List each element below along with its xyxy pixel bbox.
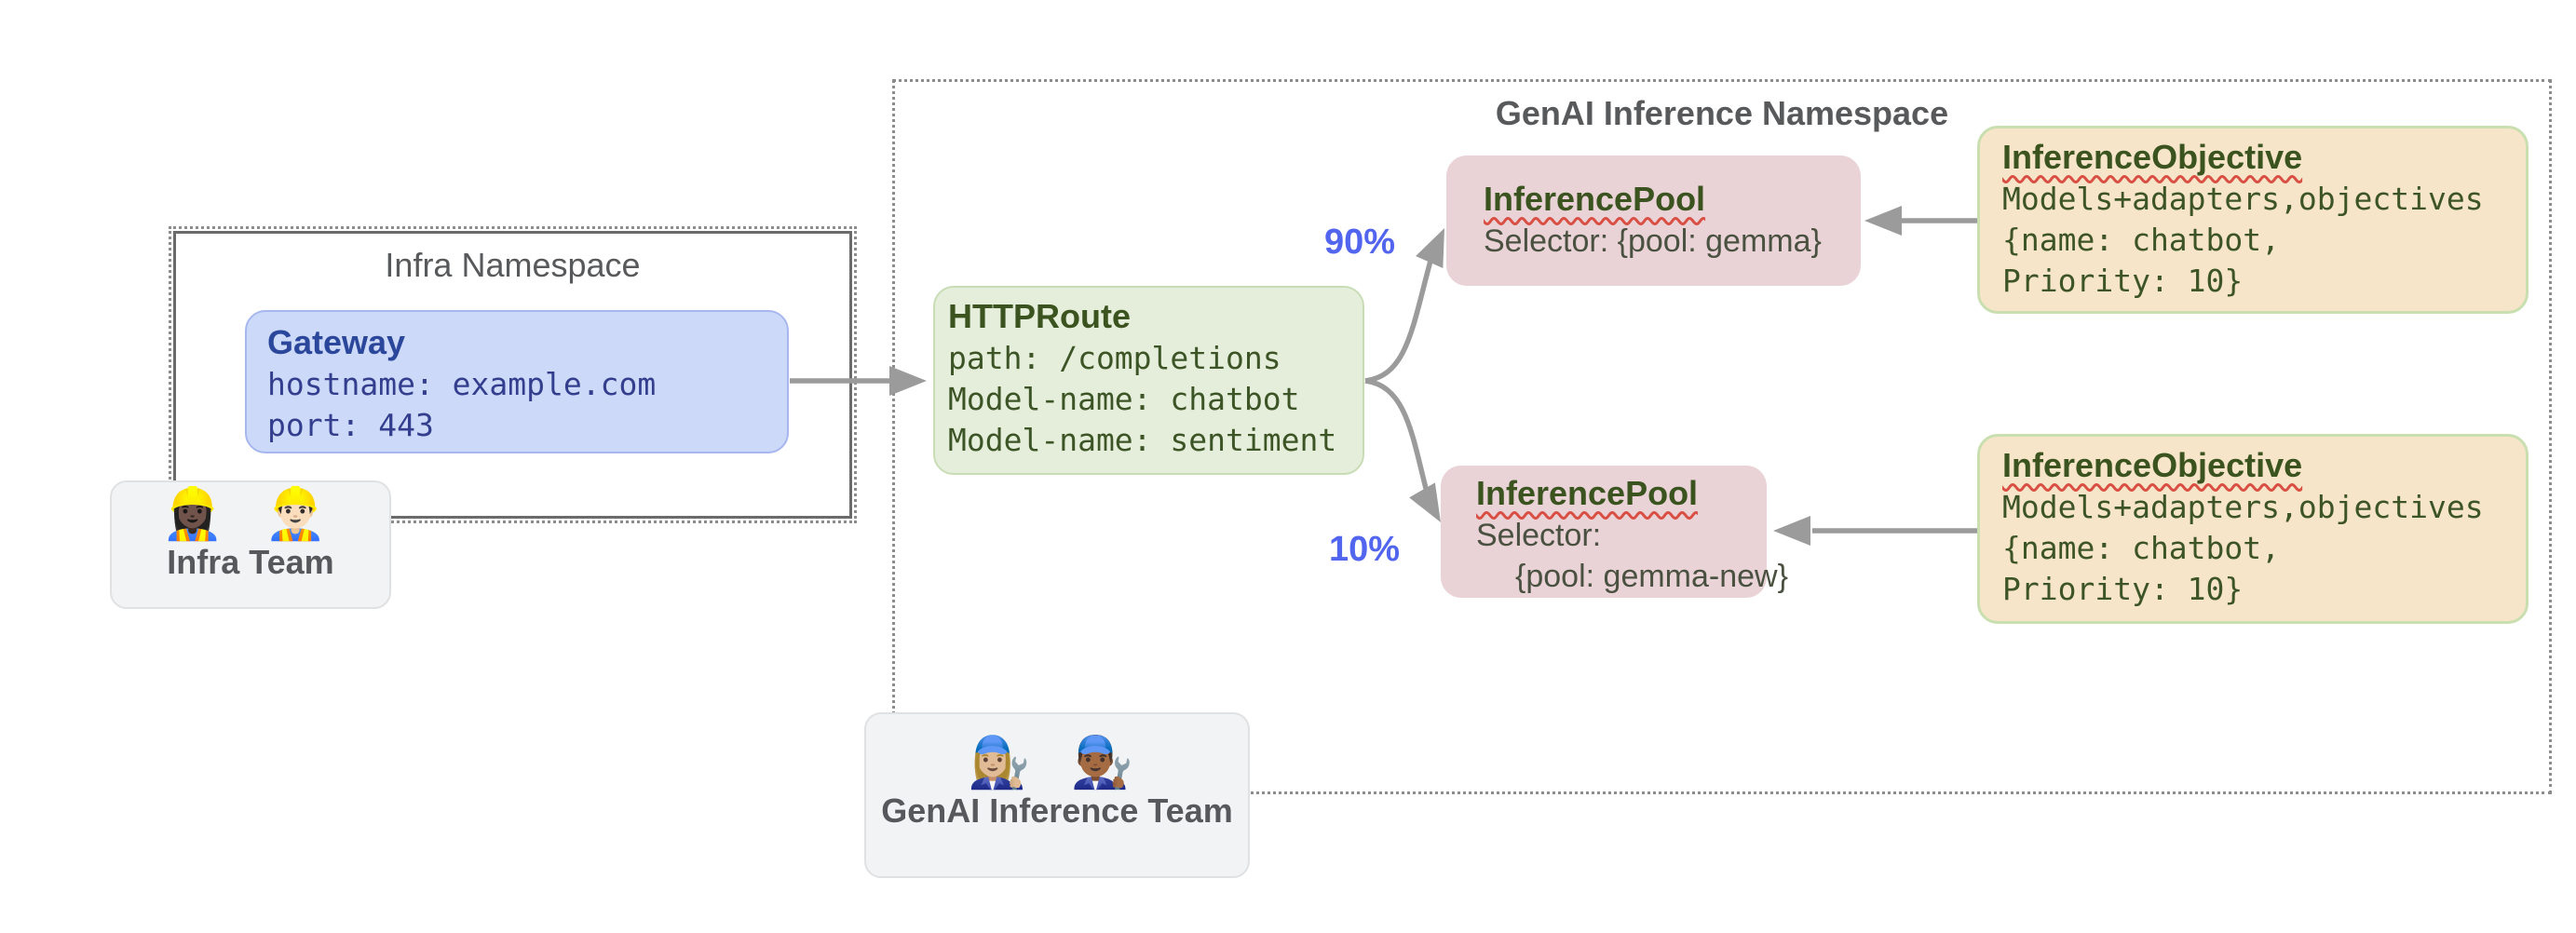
inference-objective-bottom-box: InferenceObjective Models+adapters,objec…	[1977, 434, 2529, 624]
genai-namespace-box: GenAI Inference Namespace	[892, 79, 2552, 794]
inference-pool-top-box: InferencePool Selector: {pool: gemma}	[1446, 156, 1861, 286]
infra-namespace-box: Infra Namespace	[169, 226, 857, 523]
httproute-model-2: Model-name: sentiment	[948, 422, 1337, 458]
inference-objective-bottom-line-3: Priority: 10}	[2002, 571, 2244, 607]
mechanics-icon: 👩🏼‍🔧 👨🏾‍🔧	[968, 735, 1146, 791]
gateway-box: Gateway hostname: example.com port: 443	[245, 310, 789, 453]
httproute-title: HTTPRoute	[948, 297, 1131, 335]
inference-pool-bottom-title: InferencePool	[1476, 474, 1699, 512]
inference-objective-top-box: InferenceObjective Models+adapters,objec…	[1977, 126, 2529, 314]
inference-pool-bottom-box: InferencePool Selector: {pool: gemma-new…	[1441, 466, 1788, 598]
construction-workers-icon: 👷🏿‍♀️ 👷🏻‍♂️	[161, 486, 340, 542]
weight-label-10: 10%	[1328, 530, 1401, 569]
httproute-box: HTTPRoute path: /completions Model-name:…	[933, 286, 1364, 475]
inference-pool-bottom-selector-value: {pool: gemma-new}	[1515, 559, 1788, 594]
gateway-hostname: hostname: example.com	[267, 366, 657, 402]
inference-objective-bottom-line-1: Models+adapters,objectives	[2002, 489, 2484, 525]
inference-objective-bottom-line-2: {name: chatbot,	[2002, 530, 2281, 566]
genai-namespace-title: GenAI Inference Namespace	[1495, 94, 1949, 132]
inference-objective-top-line-3: Priority: 10}	[2002, 263, 2244, 299]
httproute-path: path: /completions	[948, 340, 1281, 376]
genai-team-card: 👩🏼‍🔧 👨🏾‍🔧 GenAI Inference Team	[864, 712, 1250, 878]
genai-team-label: GenAI Inference Team	[881, 791, 1233, 830]
gateway-title: Gateway	[267, 323, 406, 361]
infra-team-card: 👷🏿‍♀️ 👷🏻‍♂️ Infra Team	[110, 480, 391, 609]
inference-pool-top-selector: Selector: {pool: gemma}	[1484, 223, 1822, 259]
infra-namespace-title: Infra Namespace	[385, 246, 641, 284]
weight-label-90: 90%	[1323, 223, 1396, 262]
gateway-port: port: 443	[267, 407, 434, 443]
inference-objective-top-title: InferenceObjective	[2002, 138, 2303, 176]
inference-pool-top-title: InferencePool	[1484, 180, 1706, 218]
inference-objective-bottom-title: InferenceObjective	[2002, 446, 2303, 484]
infra-team-label: Infra Team	[167, 543, 334, 581]
inference-objective-top-line-2: {name: chatbot,	[2002, 222, 2281, 258]
inference-objective-top-line-1: Models+adapters,objectives	[2002, 181, 2484, 217]
httproute-model-1: Model-name: chatbot	[948, 381, 1300, 417]
inference-pool-bottom-selector: Selector:	[1476, 518, 1602, 553]
